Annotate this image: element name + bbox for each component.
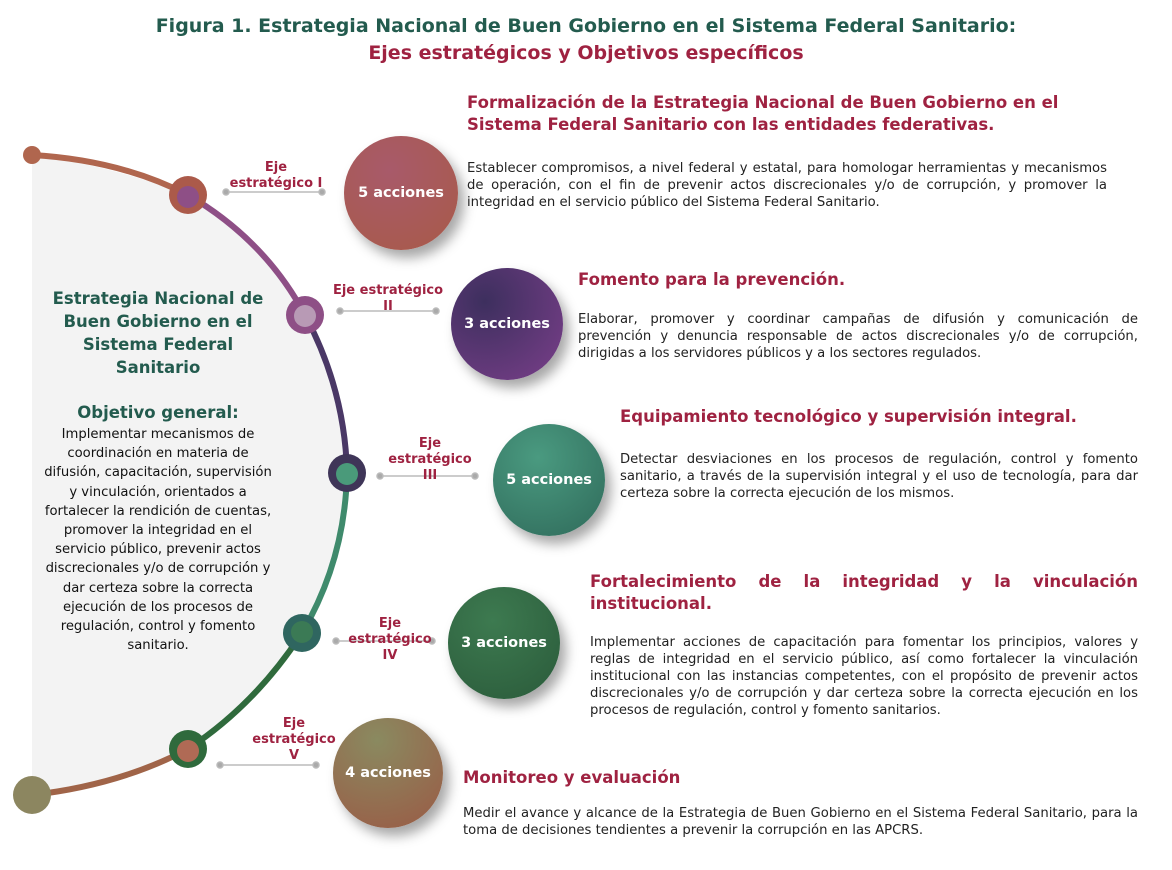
- arc-shadow: [32, 155, 347, 795]
- figure-title: Figura 1. Estrategia Nacional de Buen Go…: [155, 15, 1017, 37]
- actions-circle-5: 4 acciones: [333, 718, 443, 828]
- eje-4-text: Implementar acciones de capacitación par…: [590, 635, 1138, 718]
- objective-label: Objetivo general:: [77, 403, 239, 422]
- actions-circle-3: 5 acciones: [493, 424, 605, 536]
- eje-2-heading: Fomento para la prevención.: [578, 270, 846, 289]
- objective-text: Implementar mecanismos de coordinación e…: [44, 427, 272, 654]
- eje-3-heading: Equipamiento tecnológico y supervisión i…: [620, 407, 1077, 426]
- eje-5-heading: Monitoreo y evaluación: [463, 768, 681, 787]
- actions-circle-4: 3 acciones: [448, 587, 560, 699]
- eje-3-text: Detectar desviaciones en los procesos de…: [620, 452, 1138, 501]
- arc-end-node: [13, 776, 51, 814]
- eje-1-heading: Formalización de la Estrategia Nacional …: [467, 93, 1059, 134]
- center-heading: Estrategia Nacional de Buen Gobierno en …: [52, 289, 264, 377]
- figure-subtitle: Ejes estratégicos y Objetivos específico…: [368, 42, 804, 64]
- eje-1-text: Establecer compromisos, a nivel federal …: [467, 161, 1107, 210]
- arc-start-node: [23, 146, 41, 164]
- eje-4-heading: Fortalecimiento de la integridad y la vi…: [590, 572, 1138, 613]
- eje-2-text: Elaborar, promover y coordinar campañas …: [578, 312, 1138, 361]
- actions-circle-2: 3 acciones: [451, 268, 563, 380]
- actions-circle-1: 5 acciones: [344, 136, 458, 250]
- eje-5-text: Medir el avance y alcance de la Estrateg…: [463, 806, 1138, 838]
